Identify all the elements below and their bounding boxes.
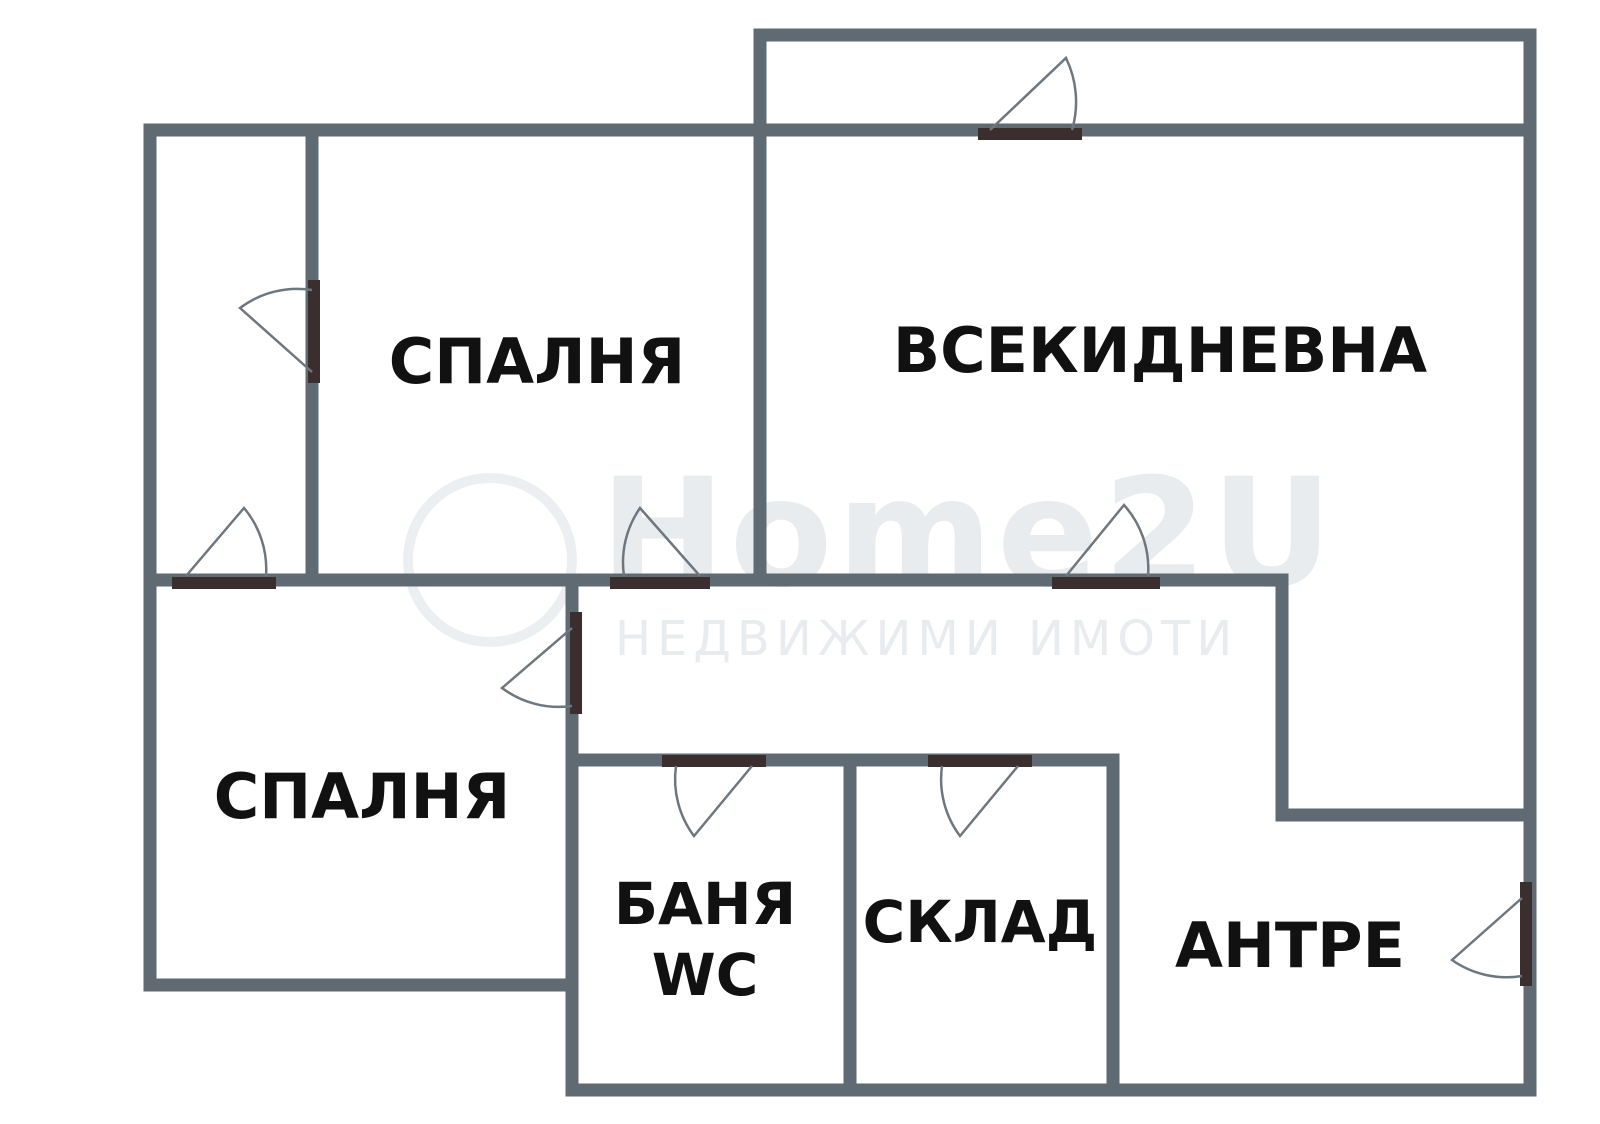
storage-door — [928, 755, 1032, 839]
living-door — [1052, 503, 1160, 589]
label-bedroom-top: СПАЛНЯ — [389, 325, 686, 398]
label-storage: СКЛАД — [863, 888, 1098, 956]
room-labels: СПАЛНЯ ВСЕКИДНЕВНА СПАЛНЯ БАНЯ WC СКЛАД … — [214, 314, 1427, 1009]
corridor-wall — [565, 573, 1537, 822]
label-wc: WC — [652, 941, 759, 1009]
watermark-brand: Home2U — [600, 447, 1337, 621]
watermark-logo-circle — [403, 473, 577, 647]
label-living-room: ВСЕКИДНЕВНА — [893, 314, 1427, 387]
closet-bottom-door — [172, 506, 276, 589]
label-bath: БАНЯ — [614, 870, 796, 938]
bedroom-top-door — [610, 505, 710, 589]
watermark-tagline: НЕДВИЖИМИ ИМОТИ — [615, 611, 1238, 667]
label-bedroom-bottom: СПАЛНЯ — [214, 760, 511, 833]
bedroom-bottom-door — [500, 612, 582, 714]
bath-door — [662, 755, 766, 839]
closet-door — [238, 280, 320, 383]
doors — [172, 55, 1532, 986]
watermark: Home2U НЕДВИЖИМИ ИМОТИ — [403, 447, 1337, 667]
outer-wall — [143, 28, 1537, 1097]
label-hall: АНТРЕ — [1175, 909, 1405, 982]
balcony-door — [978, 55, 1082, 140]
entrance-door — [1449, 882, 1532, 986]
